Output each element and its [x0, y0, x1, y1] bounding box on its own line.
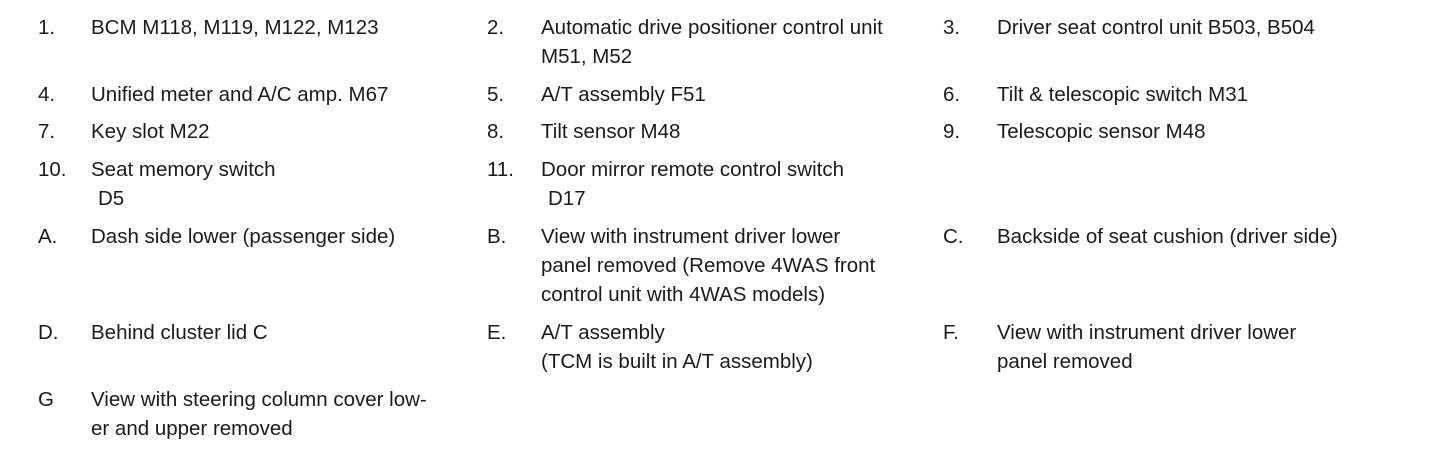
entry-text: Unified meter and A/C amp. M67: [91, 80, 388, 109]
entry-number: E.: [487, 321, 507, 344]
legend-row: 4. Unified meter and A/C amp. M67 5. A/T…: [0, 80, 1456, 117]
entry-text-line: Driver seat control unit B503, B504: [997, 16, 1315, 39]
entry-text-line: BCM M118, M119, M122, M123: [91, 16, 379, 39]
entry-text-line: Door mirror remote control switch: [541, 158, 845, 181]
entry-text-line: Backside of seat cushion (driver side): [997, 225, 1338, 248]
entry-text: View with instrument driver lower panel …: [997, 318, 1296, 376]
legend-row: 1. BCM M118, M119, M122, M123 2. Automat…: [0, 13, 1456, 80]
entry-number: 2.: [487, 16, 505, 39]
legend-list: 1. BCM M118, M119, M122, M123 2. Automat…: [0, 13, 1456, 452]
entry-text-line: Telescopic sensor M48: [997, 120, 1206, 143]
entry-number: 7.: [38, 120, 56, 143]
entry-text: Telescopic sensor M48: [997, 117, 1206, 146]
entry-number: 8.: [487, 120, 505, 143]
entry-text-line: View with instrument driver lower: [997, 321, 1297, 344]
entry-number: A.: [38, 225, 58, 248]
entry-text-line: M51, M52: [541, 45, 633, 68]
entry-number: 4.: [38, 83, 56, 106]
entry-number: F.: [943, 321, 959, 344]
entry-text: Seat memory switch D5: [91, 155, 276, 213]
entry-text: Tilt sensor M48: [541, 117, 680, 146]
entry-number: 1.: [38, 16, 56, 39]
entry-text: View with steering column cover low- er …: [91, 385, 427, 443]
entry-number: C.: [943, 225, 964, 248]
entry-text: Backside of seat cushion (driver side): [997, 222, 1338, 251]
entry-text: Tilt & telescopic switch M31: [997, 80, 1248, 109]
entry-number: 9.: [943, 120, 961, 143]
entry-text: A/T assembly F51: [541, 80, 706, 109]
entry-text: Door mirror remote control switch D17: [541, 155, 844, 213]
entry-number: 6.: [943, 83, 961, 106]
entry-text-line: A/T assembly F51: [541, 83, 706, 106]
entry-text: Key slot M22: [91, 117, 210, 146]
entry-number: 11.: [487, 158, 514, 181]
entry-text-line: Dash side lower (passenger side): [91, 225, 396, 248]
entry-text-line: Behind cluster lid C: [91, 321, 268, 344]
entry-number: 3.: [943, 16, 961, 39]
entry-text-line: er and upper removed: [91, 417, 293, 440]
entry-text-line: (TCM is built in A/T assembly): [541, 350, 813, 373]
entry-text: BCM M118, M119, M122, M123: [91, 13, 379, 42]
entry-text-line: Key slot M22: [91, 120, 210, 143]
entry-text-line: Tilt & telescopic switch M31: [997, 83, 1249, 106]
entry-text: Automatic drive positioner control unit …: [541, 13, 883, 71]
entry-text-line: Tilt sensor M48: [541, 120, 681, 143]
legend-row: D. Behind cluster lid C E. A/T assembly …: [0, 318, 1456, 385]
entry-text-line: View with steering column cover low-: [91, 388, 427, 411]
legend-row: G View with steering column cover low- e…: [0, 385, 1456, 452]
entry-text-line: Unified meter and A/C amp. M67: [91, 83, 389, 106]
entry-text-line: A/T assembly: [541, 321, 665, 344]
entry-text-line: control unit with 4WAS models): [541, 283, 826, 306]
entry-text-line: D17: [548, 187, 586, 210]
entry-text: View with instrument driver lower panel …: [541, 222, 875, 309]
entry-text-line: Automatic drive positioner control unit: [541, 16, 883, 39]
entry-text-line: Seat memory switch: [91, 158, 276, 181]
entry-text: Driver seat control unit B503, B504: [997, 13, 1315, 42]
entry-text: Dash side lower (passenger side): [91, 222, 395, 251]
entry-number: D.: [38, 321, 59, 344]
legend-row: 7. Key slot M22 8. Tilt sensor M48 9. Te…: [0, 117, 1456, 155]
legend-row: A. Dash side lower (passenger side) B. V…: [0, 222, 1456, 318]
entry-number: B.: [487, 225, 507, 248]
legend-row: 10. Seat memory switch D5 11. Door mirro…: [0, 155, 1456, 222]
entry-number: 5.: [487, 83, 505, 106]
entry-text-line: panel removed (Remove 4WAS front: [541, 254, 876, 277]
entry-text: Behind cluster lid C: [91, 318, 268, 347]
entry-number: 10.: [38, 158, 67, 181]
entry-number: G: [38, 388, 54, 411]
entry-text-line: View with instrument driver lower: [541, 225, 841, 248]
entry-text-line: panel removed: [997, 350, 1133, 373]
entry-text-line: D5: [98, 187, 125, 210]
entry-text: A/T assembly (TCM is built in A/T assemb…: [541, 318, 813, 376]
